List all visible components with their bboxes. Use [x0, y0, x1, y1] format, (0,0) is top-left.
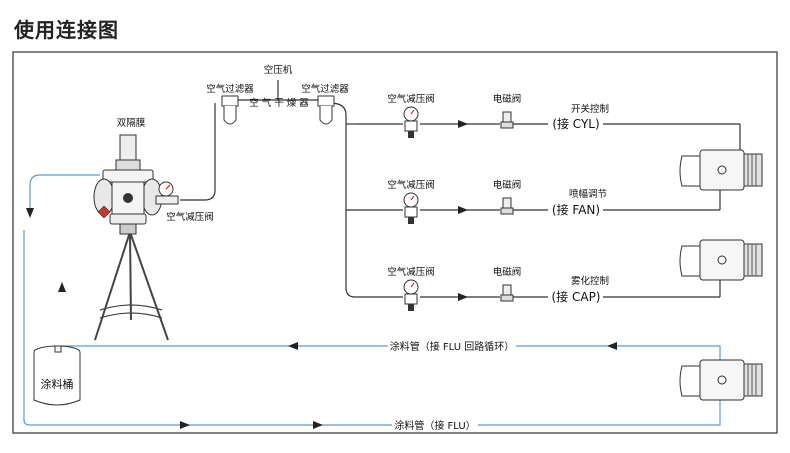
air-lines: [180, 80, 741, 298]
filter-right-label: 空气过滤器: [301, 83, 349, 95]
tripod-stand: [94, 231, 169, 341]
regulator-3-label: 空气减压阀: [387, 266, 435, 278]
return-arrow-2: [607, 342, 617, 350]
solenoid-valve-3: [500, 284, 514, 302]
regulator-3: [403, 279, 419, 311]
diaphragm-label: 双隔膜: [117, 118, 146, 129]
pump-regulator-gauge: [155, 181, 179, 205]
paint-bucket: [33, 345, 81, 406]
valve-2-label: 电磁阀: [493, 179, 522, 191]
fan-port-label: (接 FAN): [552, 202, 600, 217]
pump-regulator-label: 空气减压阀: [166, 211, 214, 223]
feed-line-label: 涂料管（接 FLU）: [394, 419, 475, 432]
regulator-1: [403, 106, 419, 138]
air-arrows: [458, 120, 468, 301]
air-arrow-2: [458, 206, 468, 214]
spray-gun-1: [679, 149, 763, 191]
return-arrow-1: [288, 342, 298, 350]
paint-arrow-down-left: [26, 208, 34, 218]
spray-gun-2: [679, 239, 763, 281]
filter-left-label: 空气过滤器: [206, 83, 254, 95]
regulator-2: [403, 192, 419, 224]
feed-arrow-1: [180, 421, 190, 429]
paint-arrow-up-bucket: [58, 282, 66, 292]
regulator-2-label: 空气减压阀: [387, 179, 435, 191]
valve-3-label: 电磁阀: [493, 266, 522, 278]
regulator-1-label: 空气减压阀: [387, 93, 435, 105]
feed-arrow-2: [313, 421, 323, 429]
page-title: 使用连接图: [14, 18, 119, 42]
solenoid-valve-1: [500, 111, 514, 129]
switch-control-label: 开关控制: [571, 103, 609, 115]
cyl-port-label: (接 CYL): [552, 116, 599, 131]
spray-gun-3: [679, 359, 763, 401]
diagram-frame: [12, 51, 778, 434]
valve-1-label: 电磁阀: [493, 93, 522, 105]
dryer-label: 空 气 干 燥 器: [249, 97, 309, 109]
compressor-label: 空压机: [264, 64, 293, 76]
atomize-control-label: 雾化控制: [571, 275, 609, 287]
bucket-label: 涂料桶: [41, 377, 74, 391]
air-arrow-3: [458, 293, 468, 301]
return-line-label: 涂料管（接 FLU 回路循环）: [390, 340, 515, 353]
solenoid-valve-2: [500, 197, 514, 215]
filter-right: [317, 95, 335, 125]
spray-control-label: 喷幅调节: [569, 188, 607, 200]
paint-arrows: [26, 208, 617, 429]
cap-port-label: (接 CAP): [551, 289, 600, 304]
diaphragm-pump: [93, 134, 163, 235]
air-arrow-1: [458, 120, 468, 128]
filter-left: [221, 95, 239, 125]
